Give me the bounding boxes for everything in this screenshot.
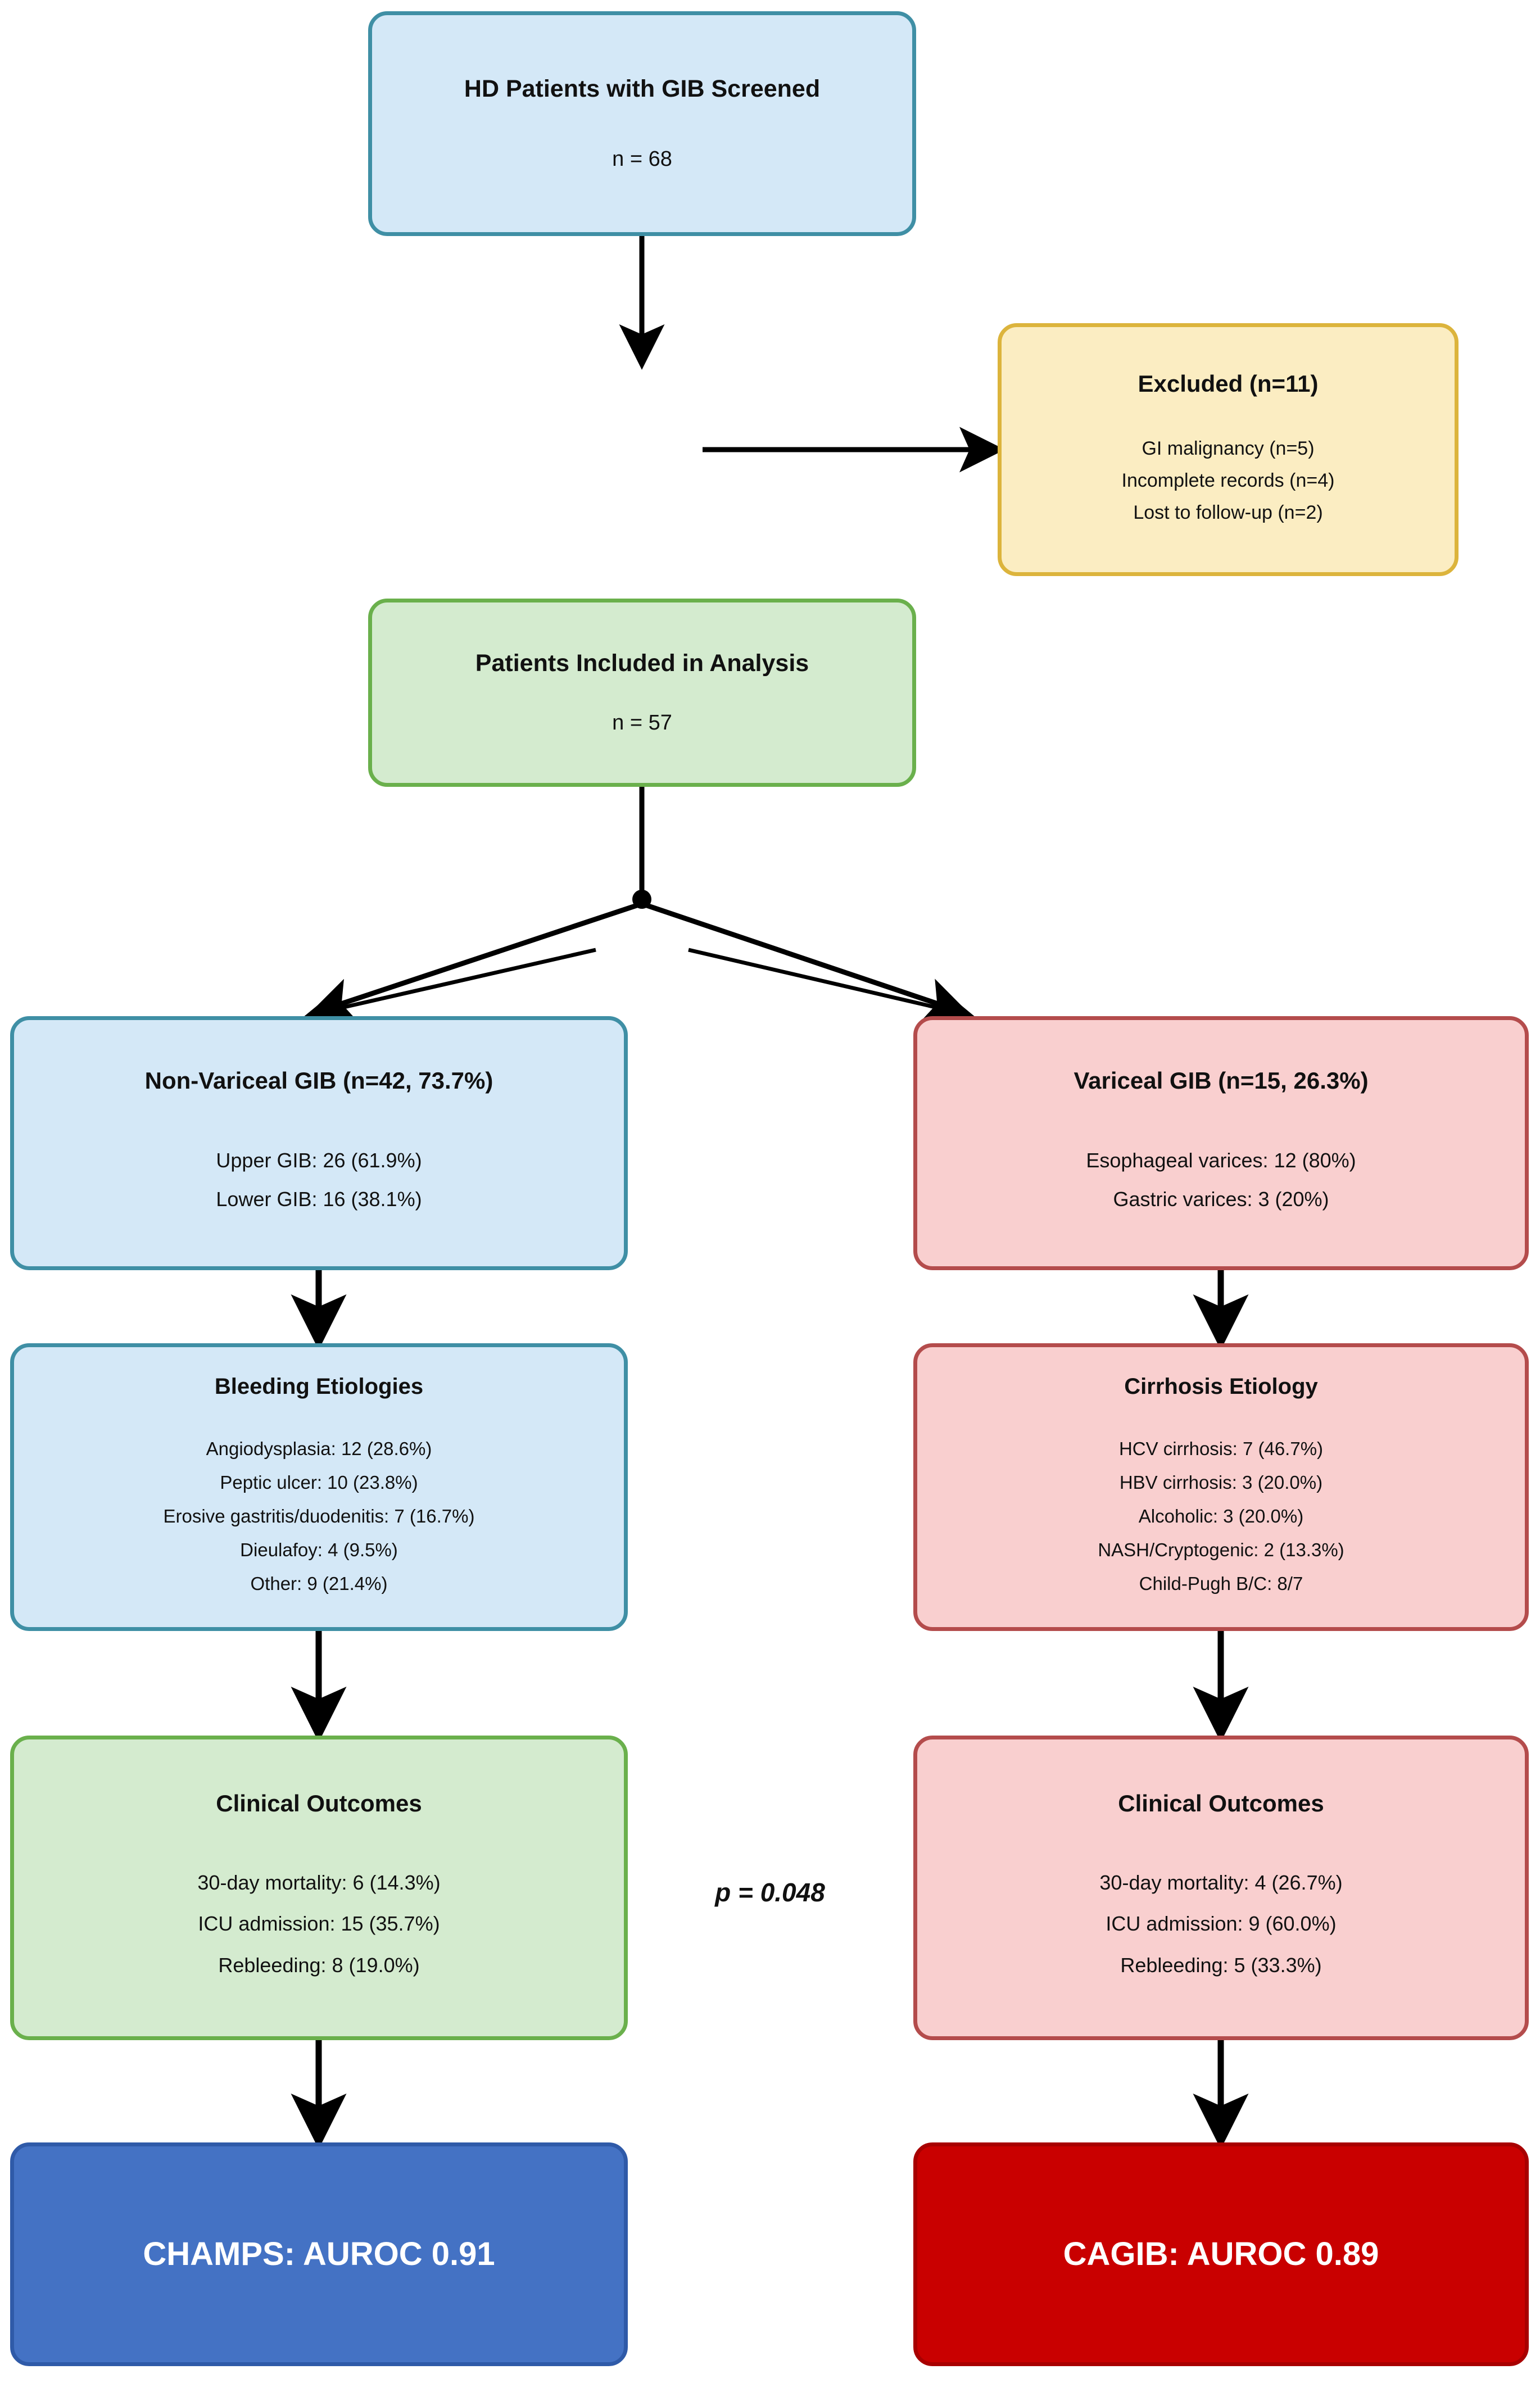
node-line: Incomplete records (n=4): [1121, 469, 1335, 491]
node-line: Child-Pugh B/C: 8/7: [1139, 1573, 1303, 1594]
node-title: Variceal GIB (n=15, 26.3%): [1074, 1067, 1369, 1094]
branch-junction-dot: [632, 890, 651, 909]
node-line: Lower GIB: 16 (38.1%): [216, 1188, 422, 1211]
node-line: HBV cirrhosis: 3 (20.0%): [1119, 1472, 1323, 1493]
edge-junction-left: [307, 901, 643, 1022]
node-line: Other: 9 (21.4%): [250, 1573, 388, 1594]
node-patients-included[interactable]: Patients Included in Analysis n = 57: [368, 599, 916, 787]
node-body: Esophageal varices: 12 (80%) Gastric var…: [1086, 1141, 1356, 1219]
node-hd-patients-screened[interactable]: HD Patients with GIB Screened n = 68: [368, 11, 916, 236]
edge-junction-right: [641, 901, 971, 1022]
node-clinical-outcomes-non-variceal[interactable]: Clinical Outcomes 30-day mortality: 6 (1…: [10, 1736, 628, 2040]
node-line: Esophageal varices: 12 (80%): [1086, 1148, 1356, 1172]
node-line: ICU admission: 9 (60.0%): [1106, 1912, 1337, 1936]
node-line: ICU admission: 15 (35.7%): [198, 1912, 440, 1936]
node-body: n = 57: [612, 711, 672, 736]
node-bleeding-etiologies[interactable]: Bleeding Etiologies Angiodysplasia: 12 (…: [10, 1343, 628, 1631]
edge-junction-right-b: [688, 948, 975, 1026]
node-title: CHAMPS: AUROC 0.91: [143, 2235, 495, 2272]
node-line: n = 57: [612, 711, 672, 735]
node-line: HCV cirrhosis: 7 (46.7%): [1118, 1438, 1324, 1460]
node-line: 30-day mortality: 6 (14.3%): [197, 1871, 441, 1895]
node-title: Non-Variceal GIB (n=42, 73.7%): [144, 1067, 493, 1094]
node-line: Gastric varices: 3 (20%): [1113, 1188, 1329, 1211]
node-line: Upper GIB: 26 (61.9%): [216, 1148, 422, 1172]
node-line: Angiodysplasia: 12 (28.6%): [206, 1438, 432, 1460]
node-cirrhosis-etiology[interactable]: Cirrhosis Etiology HCV cirrhosis: 7 (46.…: [913, 1343, 1529, 1631]
node-line: Dieulafoy: 4 (9.5%): [240, 1539, 398, 1560]
node-title: Clinical Outcomes: [1118, 1789, 1324, 1816]
node-title: Patients Included in Analysis: [475, 649, 809, 677]
node-line: n = 68: [612, 147, 672, 171]
node-body: Upper GIB: 26 (61.9%) Lower GIB: 16 (38.…: [216, 1141, 422, 1219]
node-champs-auroc[interactable]: CHAMPS: AUROC 0.91: [10, 2142, 628, 2366]
node-line: NASH/Cryptogenic: 2 (13.3%): [1098, 1539, 1344, 1560]
node-title: Bleeding Etiologies: [214, 1374, 424, 1399]
node-excluded[interactable]: Excluded (n=11) GI malignancy (n=5) Inco…: [998, 323, 1459, 576]
node-title: Clinical Outcomes: [216, 1789, 422, 1816]
node-title: Cirrhosis Etiology: [1124, 1374, 1318, 1399]
node-non-variceal-gib[interactable]: Non-Variceal GIB (n=42, 73.7%) Upper GIB…: [10, 1016, 628, 1270]
node-clinical-outcomes-variceal[interactable]: Clinical Outcomes 30-day mortality: 4 (2…: [913, 1736, 1529, 2040]
p-value-annotation: p = 0.048: [715, 1878, 825, 1907]
edge-junction-left-b: [304, 948, 596, 1026]
node-line: Alcoholic: 3 (20.0%): [1138, 1506, 1304, 1527]
node-line: Rebleeding: 5 (33.3%): [1120, 1953, 1322, 1977]
node-title: Excluded (n=11): [1138, 370, 1319, 397]
node-line: 30-day mortality: 4 (26.7%): [1099, 1871, 1343, 1895]
node-line: GI malignancy (n=5): [1142, 437, 1315, 459]
node-title: HD Patients with GIB Screened: [464, 75, 821, 103]
node-cagib-auroc[interactable]: CAGIB: AUROC 0.89: [913, 2142, 1529, 2366]
node-line: Lost to follow-up (n=2): [1133, 501, 1323, 523]
node-body: Angiodysplasia: 12 (28.6%) Peptic ulcer:…: [164, 1432, 475, 1601]
node-line: Erosive gastritis/duodenitis: 7 (16.7%): [163, 1506, 475, 1527]
node-body: 30-day mortality: 6 (14.3%) ICU admissio…: [197, 1862, 440, 1986]
node-line: Rebleeding: 8 (19.0%): [218, 1953, 420, 1977]
node-line: Peptic ulcer: 10 (23.8%): [220, 1472, 418, 1493]
node-variceal-gib[interactable]: Variceal GIB (n=15, 26.3%) Esophageal va…: [913, 1016, 1529, 1270]
node-body: HCV cirrhosis: 7 (46.7%) HBV cirrhosis: …: [1098, 1432, 1344, 1601]
node-body: n = 68: [612, 147, 672, 172]
node-body: 30-day mortality: 4 (26.7%) ICU admissio…: [1099, 1862, 1342, 1986]
node-title: CAGIB: AUROC 0.89: [1063, 2235, 1379, 2272]
node-body: GI malignancy (n=5) Incomplete records (…: [1122, 433, 1335, 529]
